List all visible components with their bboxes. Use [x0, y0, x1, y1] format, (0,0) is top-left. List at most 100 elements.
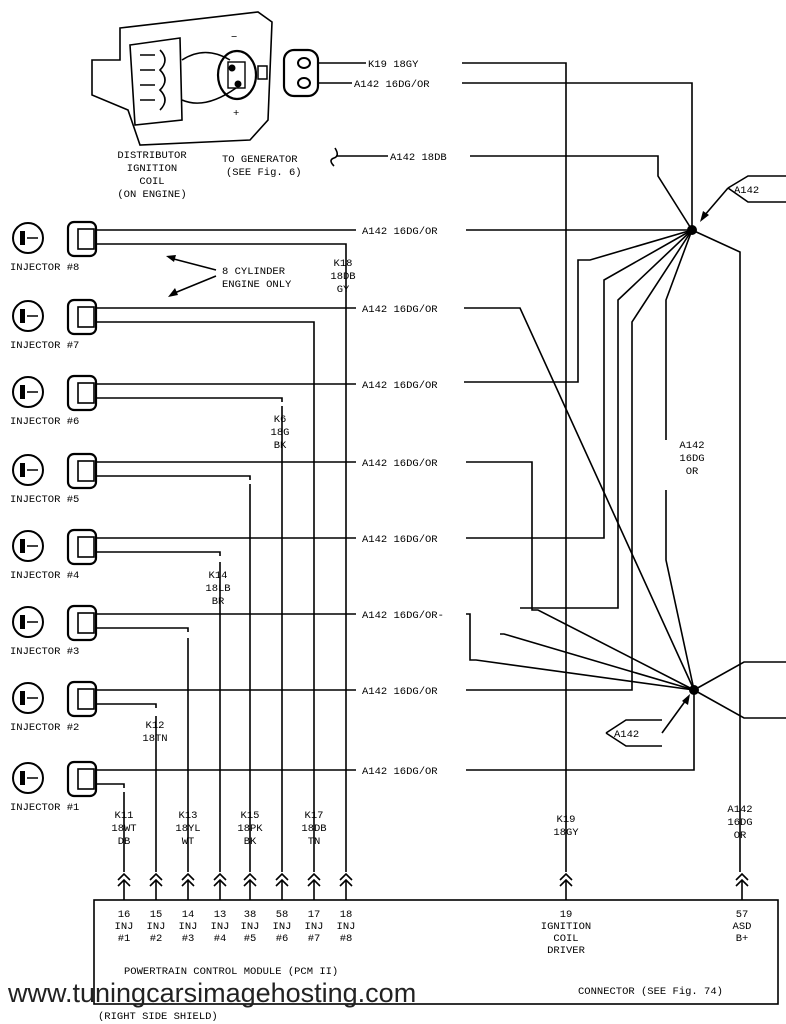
injector-7: INJECTOR #7 A142 16DG/OR — [10, 298, 438, 352]
injector-symbol-icon — [12, 606, 44, 638]
k17-label-1: K17 — [305, 810, 324, 822]
k12-label-2: 18TN — [142, 733, 167, 745]
k12-label-1: K12 — [146, 720, 165, 732]
k18-label-2: 18DB — [330, 271, 355, 283]
pin-label-line: 17 — [308, 909, 321, 921]
pin-label-line: 13 — [214, 909, 227, 921]
pin-label-line: 15 — [150, 909, 163, 921]
a142-mid-label-2: 16DG — [679, 453, 704, 465]
injector-coil-mark — [20, 615, 25, 629]
injector-connector-pins — [77, 228, 95, 250]
pin-label-line: INJ — [211, 921, 230, 933]
injector-symbol-icon — [12, 682, 44, 714]
injector-symbol-icon — [12, 222, 44, 254]
injector-label: INJECTOR #7 — [10, 340, 79, 352]
pin-label-line: COIL — [553, 933, 578, 945]
injector-symbol-icon — [12, 376, 44, 408]
injector-connector-pins — [77, 612, 95, 634]
watermark-text: www.tuningcarsimagehosting.com — [7, 978, 416, 1008]
pin-label-line: #6 — [276, 933, 289, 945]
pin-label-line: #7 — [308, 933, 321, 945]
pcm-pin-group: 16INJ#115INJ#214INJ#313INJ#438INJ#558INJ… — [115, 872, 752, 957]
injector-connector-pins — [77, 688, 95, 710]
injector-connector-pins — [77, 306, 95, 328]
coil-label-2: IGNITION — [127, 163, 177, 175]
coil-label-4: (ON ENGINE) — [117, 189, 186, 201]
injector-connector — [66, 298, 98, 336]
pin-label-line: INJ — [115, 921, 134, 933]
pcm-shield-label: (RIGHT SIDE SHIELD) — [98, 1011, 218, 1023]
a142-bottom-label-1: A142 — [727, 804, 752, 816]
injector-connector-pins — [77, 768, 95, 790]
k13-label-1: K13 — [179, 810, 198, 822]
injector-label: INJECTOR #5 — [10, 494, 79, 506]
k18-label-3: GY — [337, 284, 350, 296]
pin-label-line: INJ — [305, 921, 324, 933]
pin-label-line: #3 — [182, 933, 195, 945]
pin-label-line: ASD — [733, 921, 752, 933]
splice-top-label: A142 — [734, 185, 759, 197]
injector-symbol-icon — [12, 454, 44, 486]
injector-connector — [66, 452, 98, 490]
pin-label-line: INJ — [179, 921, 198, 933]
injector-connector — [66, 220, 98, 258]
a142-bottom-label-3: OR — [734, 830, 747, 842]
injector-coil-mark — [20, 539, 25, 553]
injector-wire-label: A142 16DG/OR — [362, 534, 438, 546]
pin-label-line: #8 — [340, 933, 353, 945]
splice-connector-top: A142 — [700, 175, 786, 222]
pin-label-line: #1 — [118, 933, 131, 945]
injector-connector — [66, 374, 98, 412]
pin-label-line: 19 — [560, 909, 573, 921]
k19-bottom-label-1: K19 — [557, 814, 576, 826]
k15-label-2: 18PK — [237, 823, 263, 835]
a142-generator-label: A142 18DB — [390, 152, 447, 164]
injector-wire-label: A142 16DG/OR — [362, 304, 438, 316]
a142-bottom-label-2: 16DG — [727, 817, 752, 829]
k14-label-2: 18LB — [205, 583, 230, 595]
injector-connector-pins — [77, 460, 95, 482]
injector-coil-mark — [20, 691, 25, 705]
k6-label-1: K6 — [274, 414, 287, 426]
injector-signal-wire — [96, 627, 189, 632]
coil-plus-sign: + — [233, 108, 239, 120]
injector-signal-wire — [96, 243, 347, 248]
injector-coil-mark — [20, 309, 25, 323]
injector-coil-mark — [20, 771, 25, 785]
splice-lower-label: A142 — [614, 729, 639, 741]
injector-signal-wire — [96, 703, 157, 708]
k17-label-3: TN — [308, 836, 321, 848]
injector-signal-wire — [96, 321, 315, 326]
injector-wire-label: A142 16DG/OR — [362, 380, 438, 392]
injector-wire-label: A142 16DG/OR — [362, 686, 438, 698]
a142-mid-label-3: OR — [686, 466, 699, 478]
pin-label-line: IGNITION — [541, 921, 591, 933]
injector-6: INJECTOR #6 A142 16DG/OR — [10, 374, 438, 428]
injector-symbol-icon — [12, 300, 44, 332]
injector-connector — [66, 680, 98, 718]
pin-label-line: 38 — [244, 909, 257, 921]
k6-label-2: 18G — [271, 427, 290, 439]
injector-connector — [66, 528, 98, 566]
injector-connector — [66, 604, 98, 642]
k15-label-1: K15 — [241, 810, 260, 822]
injector-wire-label: A142 16DG/OR- — [362, 610, 444, 622]
k11-label-3: DB — [118, 836, 131, 848]
k15-label-3: BK — [244, 836, 257, 848]
injector-label: INJECTOR #6 — [10, 416, 79, 428]
injector-connector-pins — [77, 382, 95, 404]
injector-signal-wire — [96, 397, 283, 402]
injector-label: INJECTOR #8 — [10, 262, 79, 274]
injector-signal-wire — [96, 551, 221, 556]
k13-label-3: WT — [182, 836, 195, 848]
